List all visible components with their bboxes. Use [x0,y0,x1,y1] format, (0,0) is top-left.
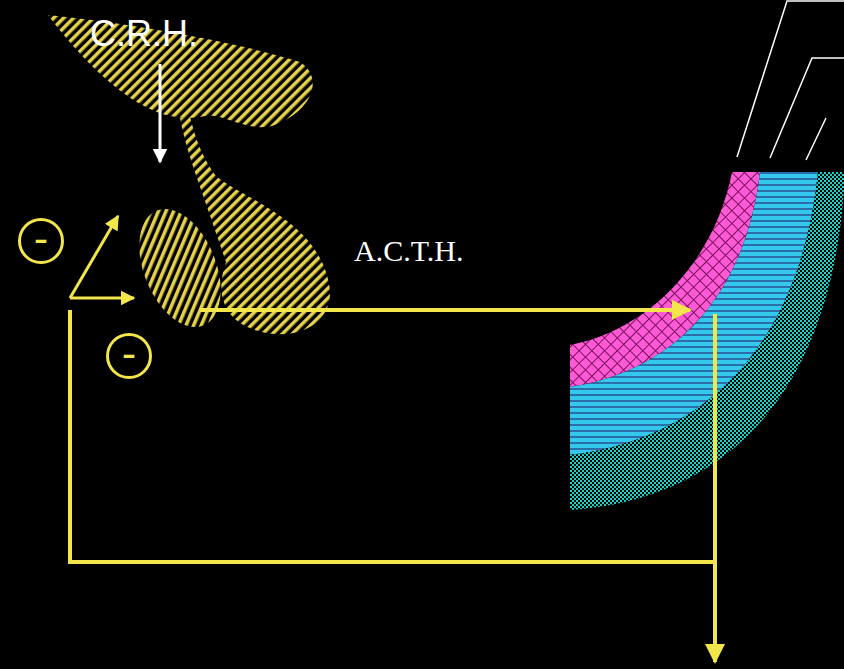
inhibition-sign: - [122,334,136,374]
capsule-line [737,1,844,157]
feedback-circle: - [106,333,152,379]
crh-arrow [159,64,162,162]
capsule-line [806,118,826,160]
adrenal-outer-zone [570,172,844,510]
acth-arrow [200,308,690,312]
feedback-arrow [70,297,134,300]
anterior-pituitary [123,197,236,339]
inhibition-sign: - [34,219,48,259]
feedback-arrow [70,216,118,298]
cortisol-arrow [713,314,717,662]
feedback-circle: - [18,218,64,264]
hormone-label: C.R.H. [90,14,198,54]
feedback-line [70,310,715,562]
hormone-label: A.C.T.H. [354,234,463,267]
capsule-line [770,58,844,158]
hypothalamus [48,15,313,127]
